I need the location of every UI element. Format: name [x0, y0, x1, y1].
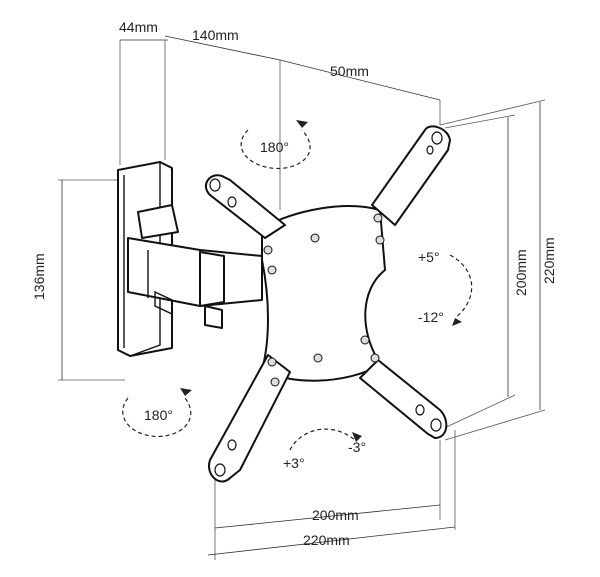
dimension-labels: 44mm 140mm 50mm 136mm 200mm 220mm 200mm … [31, 19, 557, 548]
label-swivel-bottom: 180° [144, 407, 173, 423]
label-vesa-outer-h: 220mm [303, 532, 350, 548]
label-swivel-top: 180° [260, 139, 289, 155]
label-tilt-down: -12° [418, 309, 444, 325]
label-plate-height: 136mm [31, 253, 47, 300]
label-level-plus: +3° [283, 455, 305, 471]
rotation-labels: 180° 180° +5° -12° +3° -3° [144, 139, 444, 471]
label-level-minus: -3° [348, 439, 366, 455]
label-extension: 140mm [192, 27, 239, 43]
label-depth-wall: 44mm [119, 19, 158, 35]
label-vesa-inner-v: 200mm [513, 249, 529, 296]
swing-arm [127, 204, 263, 329]
label-offset: 50mm [330, 63, 369, 79]
dimension-lines [58, 35, 546, 560]
label-vesa-inner-h: 200mm [312, 507, 359, 523]
label-tilt-up: +5° [418, 249, 440, 265]
vesa-bracket [204, 125, 451, 483]
rotation-arrows [122, 120, 473, 451]
label-vesa-outer-v: 220mm [541, 237, 557, 284]
